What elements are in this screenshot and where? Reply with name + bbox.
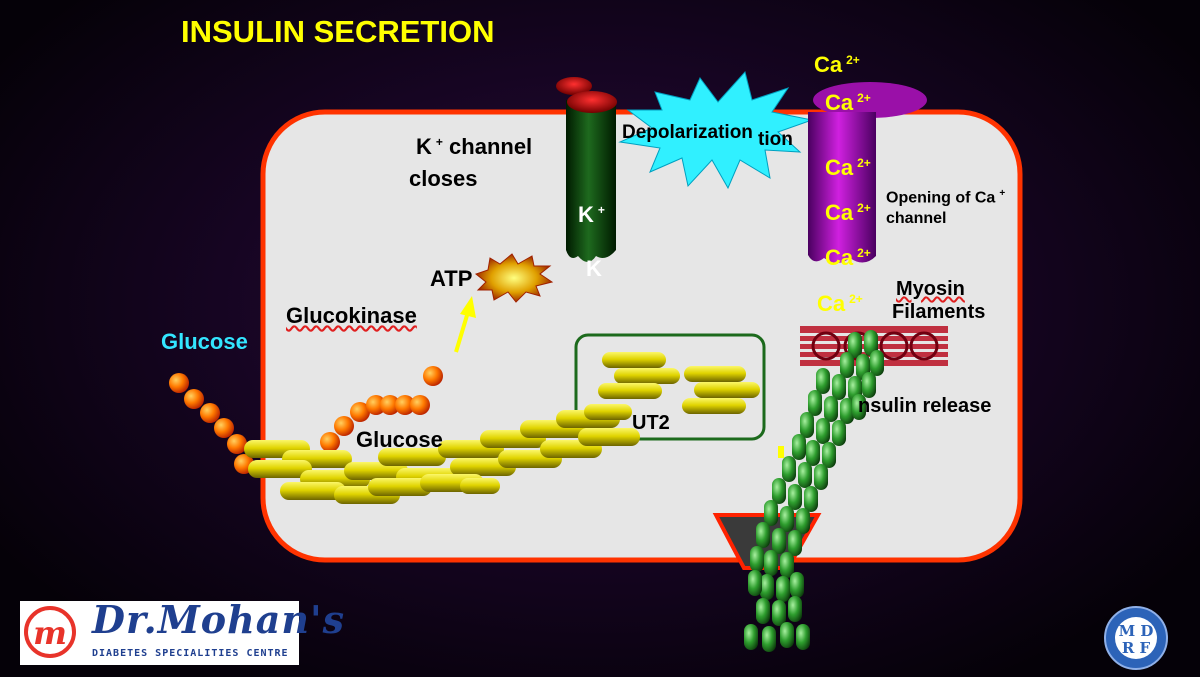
opening-ca-charge: + xyxy=(999,188,1006,199)
svg-text:M D: M D xyxy=(1119,622,1154,640)
glut2-capsules xyxy=(598,352,760,414)
k-ion-label-2: K xyxy=(586,256,602,281)
ca-symbol: Ca xyxy=(817,291,846,316)
logo-tagline: DIABETES SPECIALITIES CENTRE xyxy=(92,648,289,659)
myosin-label: Myosin xyxy=(896,278,965,300)
glut2-label: UT2 xyxy=(632,412,670,434)
k-channel-closes-label: K+ channel xyxy=(416,134,532,160)
ca-charge: 2+ xyxy=(857,90,871,105)
logo-name: Dr.Mohan's xyxy=(92,597,346,642)
k-ion-symbol: K xyxy=(578,202,594,227)
k-ion-label-1: K+ xyxy=(578,202,605,228)
filaments-label: Filaments xyxy=(892,301,986,323)
opening-channel-label: channel xyxy=(886,210,947,227)
mdrf-seal-icon: M D R F xyxy=(1104,606,1168,670)
opening-ca-channel-label: Opening of Ca+ xyxy=(886,188,1005,207)
glucose-outside-label: Glucose xyxy=(161,329,248,354)
ca-charge: 2+ xyxy=(846,52,860,67)
ca-symbol: Ca xyxy=(825,245,854,270)
closes-label: closes xyxy=(409,166,478,191)
depolarization-tail-label: tion xyxy=(758,129,793,150)
glucose-chain-outside xyxy=(169,373,254,474)
ca-charge: 2+ xyxy=(857,245,871,260)
k-channel xyxy=(556,77,617,262)
ca-symbol: Ca xyxy=(814,52,843,77)
atp-star-shape xyxy=(474,253,554,303)
atp-arrow xyxy=(454,296,476,353)
ca-symbol: Ca xyxy=(825,90,854,115)
depolarization-label: Depolarization xyxy=(622,122,753,143)
glucose-inside-label: Glucose xyxy=(356,427,443,452)
ca-charge: 2+ xyxy=(857,200,871,215)
k-ion-charge: + xyxy=(597,202,605,217)
ca-charge: 2+ xyxy=(849,291,863,306)
glucokinase-label: Glucokinase xyxy=(286,303,417,328)
k-symbol: K xyxy=(416,134,432,159)
ca-symbol: Ca xyxy=(825,200,854,225)
glucose-chain-inside xyxy=(320,395,430,452)
glucose-transporter-ribbon xyxy=(244,404,640,504)
svg-text:R F: R F xyxy=(1122,639,1151,657)
glucose-6-phosphate-bead xyxy=(423,366,443,386)
insulin-spark xyxy=(778,446,784,458)
depolarization-burst-shape xyxy=(618,70,814,190)
insulin-release-label: nsulin release xyxy=(858,395,992,417)
k-charge: + xyxy=(435,134,443,149)
glut2-box xyxy=(574,333,766,441)
channel-word: channel xyxy=(449,134,533,159)
dr-mohans-logo: m Dr.Mohan's DIABETES SPECIALITIES CENTR… xyxy=(20,597,344,665)
insulin-granule-column xyxy=(744,330,884,652)
opening-ca-text: Opening of Ca xyxy=(886,189,996,207)
slide-title: INSULIN SECRETION xyxy=(181,14,495,49)
ca-charge: 2+ xyxy=(857,155,871,170)
logo-mark: m xyxy=(33,614,67,652)
logo-m-icon: m xyxy=(24,606,76,658)
ca-symbol: Ca xyxy=(825,155,854,180)
ca-channel xyxy=(808,82,927,263)
atp-label: ATP xyxy=(430,266,473,291)
